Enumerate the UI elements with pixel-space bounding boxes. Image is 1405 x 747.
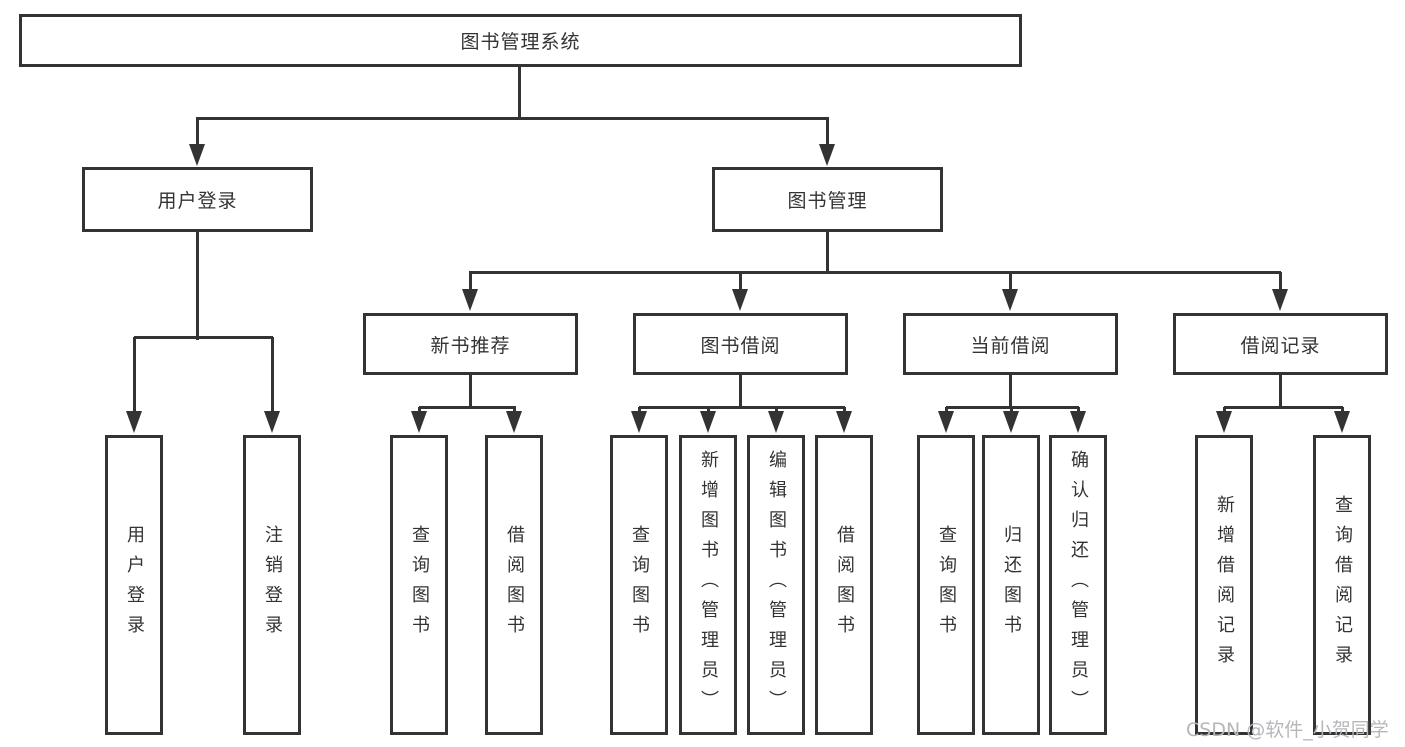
connector-line <box>775 407 778 414</box>
leaf-borrow-add-book-admin: 新增图书（管理员） <box>679 435 737 735</box>
connector-line <box>1224 406 1343 409</box>
connector-line <box>469 375 472 408</box>
connector-line <box>739 272 742 293</box>
node-user-login: 用户登录 <box>82 167 313 232</box>
node-borrow-records: 借阅记录 <box>1173 313 1388 375</box>
leaf-borrow-book: 借阅图书 <box>815 435 873 735</box>
connector-line <box>826 232 829 274</box>
connector-line <box>134 336 273 339</box>
connector-line <box>469 272 472 293</box>
connector-line <box>271 337 274 415</box>
arrowhead <box>938 411 954 433</box>
arrowhead <box>700 411 716 433</box>
connector-line <box>518 67 521 120</box>
connector-line <box>1279 375 1282 408</box>
arrowhead <box>1216 411 1232 433</box>
connector-line <box>826 118 829 148</box>
arrowhead <box>462 289 478 311</box>
csdn-watermark: CSDN @软件_小贺同学 <box>1186 719 1389 741</box>
connector-line <box>638 407 641 414</box>
connector-line <box>196 118 199 148</box>
arrowhead <box>768 411 784 433</box>
node-current-borrow: 当前借阅 <box>903 313 1118 375</box>
leaf-logout: 注销登录 <box>243 435 301 735</box>
connector-line <box>419 406 516 409</box>
leaf-current-confirm-return-admin: 确认归还（管理员） <box>1049 435 1107 735</box>
arrowhead <box>1272 289 1288 311</box>
leaf-records-query: 查询借阅记录 <box>1313 435 1371 735</box>
arrowhead <box>1334 411 1350 433</box>
connector-line <box>843 407 846 414</box>
arrowhead <box>1070 411 1086 433</box>
node-root: 图书管理系统 <box>19 14 1022 67</box>
connector-line <box>196 117 829 120</box>
leaf-records-add: 新增借阅记录 <box>1195 435 1253 735</box>
arrowhead <box>1003 411 1019 433</box>
leaf-user-login: 用户登录 <box>105 435 163 735</box>
connector-line <box>739 375 742 408</box>
connector-line <box>639 406 845 409</box>
connector-line <box>945 407 948 414</box>
arrowhead <box>126 411 142 433</box>
connector-line <box>1279 272 1282 293</box>
leaf-borrow-edit-book-admin: 编辑图书（管理员） <box>747 435 805 735</box>
connector-line <box>707 407 710 414</box>
connector-line <box>418 407 421 414</box>
node-new-book-recommend: 新书推荐 <box>363 313 578 375</box>
connector-line <box>133 337 136 415</box>
arrowhead <box>819 144 835 166</box>
connector-line <box>1077 407 1080 414</box>
node-book-borrow: 图书借阅 <box>633 313 848 375</box>
arrowhead <box>189 144 205 166</box>
connector-line <box>1009 272 1012 293</box>
connector-line <box>513 407 516 414</box>
connector-line <box>469 271 1281 274</box>
leaf-current-query: 查询图书 <box>917 435 975 735</box>
connector-line <box>1341 407 1344 414</box>
connector-line <box>1223 407 1226 414</box>
leaf-current-return: 归还图书 <box>982 435 1040 735</box>
arrowhead <box>631 411 647 433</box>
connector-line <box>1009 375 1012 408</box>
leaf-borrow-query: 查询图书 <box>610 435 668 735</box>
node-book-management: 图书管理 <box>712 167 943 232</box>
leaf-newbook-query: 查询图书 <box>390 435 448 735</box>
leaf-newbook-borrow: 借阅图书 <box>485 435 543 735</box>
connector-line <box>1010 407 1013 414</box>
connector-line <box>196 232 199 340</box>
arrowhead <box>836 411 852 433</box>
arrowhead <box>732 289 748 311</box>
arrowhead <box>506 411 522 433</box>
arrowhead <box>264 411 280 433</box>
arrowhead <box>1002 289 1018 311</box>
arrowhead <box>411 411 427 433</box>
